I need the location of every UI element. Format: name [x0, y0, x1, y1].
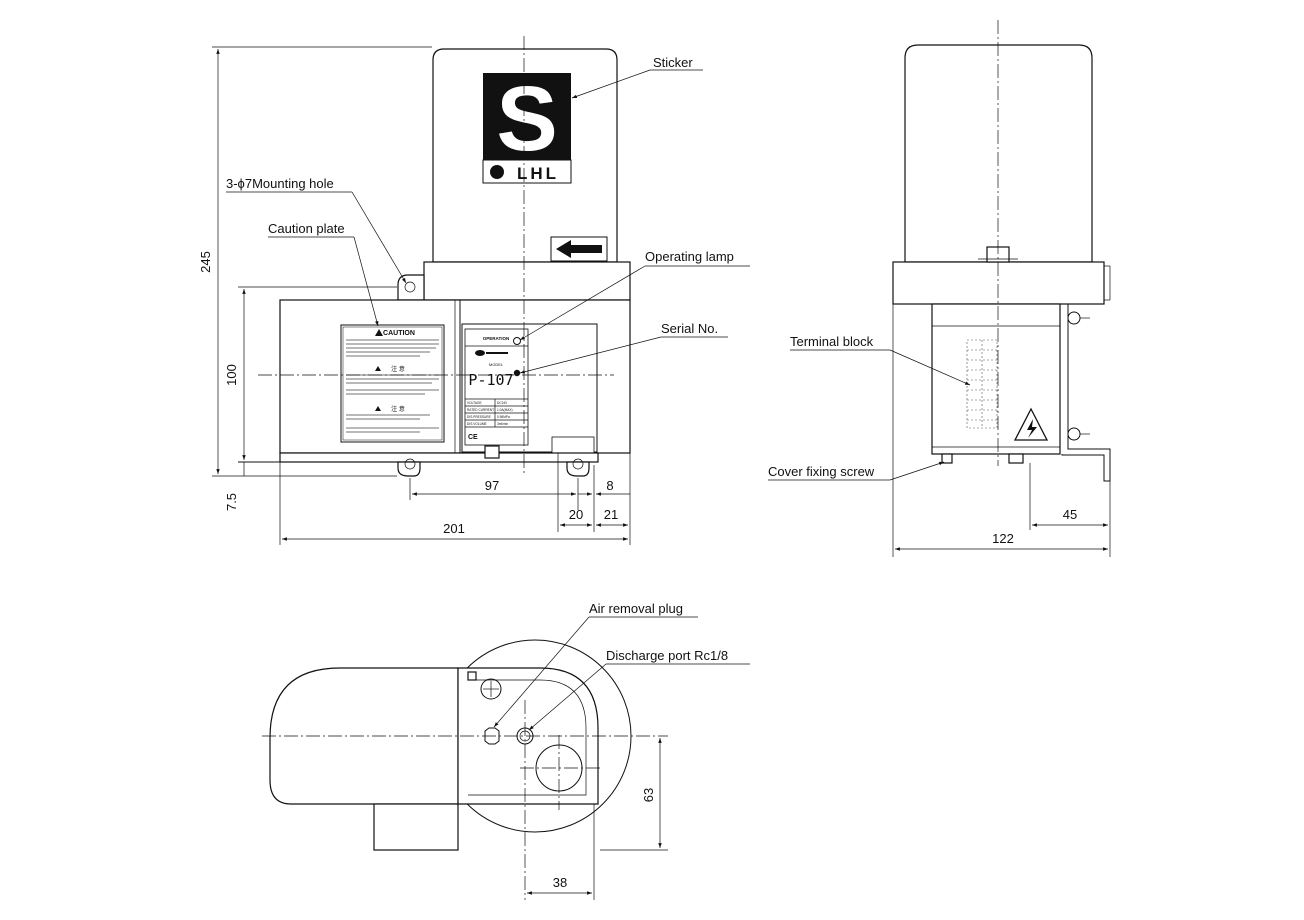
dim-height-total: 245 — [198, 251, 213, 273]
dim-depth-45: 45 — [1063, 507, 1077, 522]
terminal-block — [966, 339, 998, 429]
dim-hole-offset: 8 — [606, 478, 613, 493]
serial-number-dot — [513, 369, 521, 377]
nameplate-value-0: DC24V — [497, 401, 508, 405]
front-cap — [423, 261, 631, 301]
brand-mark-icon — [475, 350, 485, 356]
dim-hole-pitch: 97 — [485, 478, 499, 493]
logo-arrow-icon — [490, 165, 504, 179]
caution-plate: CAUTION 注 意 注 意 — [340, 324, 445, 443]
callout-mounting-hole: 3-ϕ7Mounting hole — [226, 176, 334, 191]
nameplate-model: P-107 — [468, 371, 513, 389]
dim-port-63: 63 — [641, 788, 656, 802]
callout-caution-plate: Caution plate — [268, 221, 345, 236]
dim-depth-total: 122 — [992, 531, 1014, 546]
bottom-dimensions: 63 38 Air removal plug Discharge port Rc… — [493, 601, 750, 900]
front-callouts: Sticker 3-ϕ7Mounting hole Caution plate … — [226, 55, 750, 374]
caution-subtitle-2: 注 意 — [391, 405, 405, 413]
side-tank — [904, 44, 1093, 263]
front-view: S LHL CAUTION — [238, 36, 631, 477]
nameplate-header: OPERATION — [483, 336, 509, 341]
dim-edge-21: 21 — [604, 507, 618, 522]
callout-sticker: Sticker — [653, 55, 693, 70]
electric-warning-icon — [1013, 407, 1049, 441]
logo-brand: LHL — [517, 164, 559, 183]
callout-serial-no: Serial No. — [661, 321, 718, 336]
callout-air-removal-plug: Air removal plug — [589, 601, 683, 616]
nameplate-ce-mark: CE — [468, 434, 478, 441]
nameplate-row-1: RATED CURRENT — [467, 408, 494, 412]
side-view — [892, 20, 1111, 482]
flow-arrow-icon — [556, 240, 602, 258]
logo-letter: S — [496, 68, 557, 170]
operating-lamp — [513, 337, 521, 345]
dim-height-body: 100 — [224, 364, 239, 386]
nameplate: OPERATION MODEL P-107 VOLTAGE RATED CURR… — [461, 323, 598, 454]
bottom-view — [262, 639, 668, 900]
caution-subtitle-1: 注 意 — [391, 365, 405, 373]
nameplate-value-3: 3ml/min — [497, 422, 508, 426]
nameplate-row-3: DIS.VOLUME — [467, 422, 487, 426]
dim-offset-bottom: 7.5 — [224, 493, 239, 511]
side-cap — [892, 261, 1105, 305]
air-removal-plug — [484, 727, 500, 745]
side-dimensions: 122 45 Terminal block Cover fixing screw — [768, 304, 1111, 557]
caution-title: CAUTION — [383, 330, 415, 337]
nameplate-value-2: 0.98MPa — [497, 415, 510, 419]
callout-operating-lamp: Operating lamp — [645, 249, 734, 264]
nameplate-row-0: VOLTAGE — [467, 401, 482, 405]
callout-terminal-block: Terminal block — [790, 334, 874, 349]
nameplate-value-1: 1.0A(MAX) — [497, 408, 513, 412]
front-dimensions: 245 100 7.5 97 8 20 21 201 — [198, 46, 631, 545]
dim-width-total: 201 — [443, 521, 465, 536]
sticker-logo: S LHL — [482, 68, 572, 184]
nameplate-model-label: MODEL — [489, 362, 504, 367]
dim-port-38: 38 — [553, 875, 567, 890]
dim-edge-20: 20 — [569, 507, 583, 522]
callout-cover-fixing-screw: Cover fixing screw — [768, 464, 875, 479]
nameplate-row-2: DIS.PRESSURE — [467, 415, 491, 419]
callout-discharge-port: Discharge port Rc1/8 — [606, 648, 728, 663]
